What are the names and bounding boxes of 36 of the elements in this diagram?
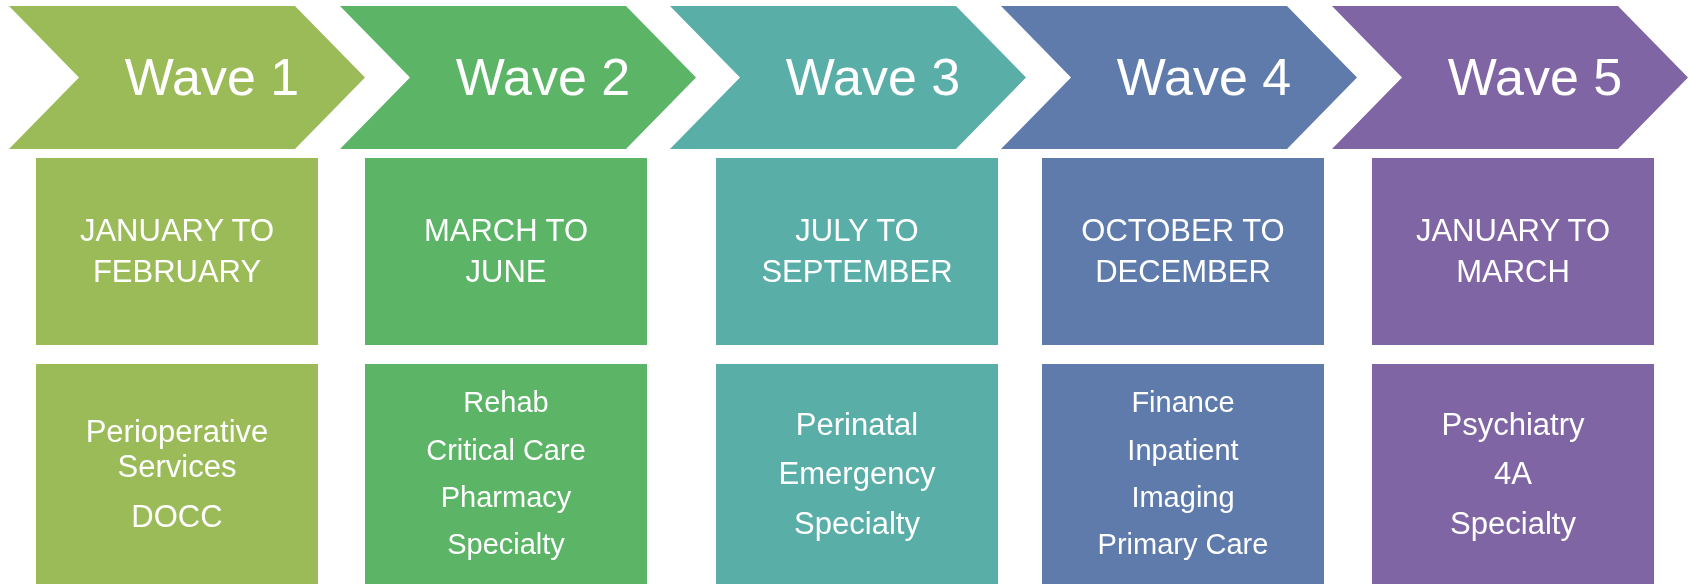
wave-title: Wave 3 xyxy=(785,46,961,108)
period-box xyxy=(36,158,318,345)
period-box xyxy=(716,158,998,345)
period-label: JANUARY TO MARCH xyxy=(1414,212,1612,291)
department-label: Critical Care xyxy=(426,433,586,467)
department-label: Specialty xyxy=(447,528,565,562)
wave-title: Wave 4 xyxy=(1116,46,1292,108)
period-label: MARCH TO JUNE xyxy=(422,212,590,291)
department-label: Specialty xyxy=(1450,505,1576,542)
period-box xyxy=(1372,158,1654,345)
department-label: 4A xyxy=(1494,456,1532,492)
department-label: Perinatal xyxy=(795,406,919,443)
department-label: Psychiatry xyxy=(1441,406,1585,443)
department-label: Imaging xyxy=(1131,481,1235,515)
department-label: Pharmacy xyxy=(440,481,572,515)
period-box xyxy=(1042,158,1324,345)
wave-title: Wave 2 xyxy=(455,46,631,108)
department-label: Finance xyxy=(1131,386,1235,420)
department-label: Perioperative Services xyxy=(84,413,270,485)
department-label: Inpatient xyxy=(1127,433,1239,467)
department-label: DOCC xyxy=(131,498,223,535)
department-label: Primary Care xyxy=(1097,528,1269,562)
wave-title: Wave 1 xyxy=(124,46,300,108)
department-label: Specialty xyxy=(794,505,920,542)
department-box xyxy=(1372,364,1654,584)
period-label: JANUARY TO FEBRUARY xyxy=(78,212,276,291)
department-box xyxy=(1042,364,1324,584)
department-box xyxy=(716,364,998,584)
department-box xyxy=(365,364,647,584)
department-label: Emergency xyxy=(778,456,936,492)
department-box xyxy=(36,364,318,584)
period-label: JULY TO SEPTEMBER xyxy=(760,212,954,291)
department-label: Rehab xyxy=(463,386,549,420)
wave-title: Wave 5 xyxy=(1447,46,1623,108)
period-box xyxy=(365,158,647,345)
period-label: OCTOBER TO DECEMBER xyxy=(1080,212,1286,291)
